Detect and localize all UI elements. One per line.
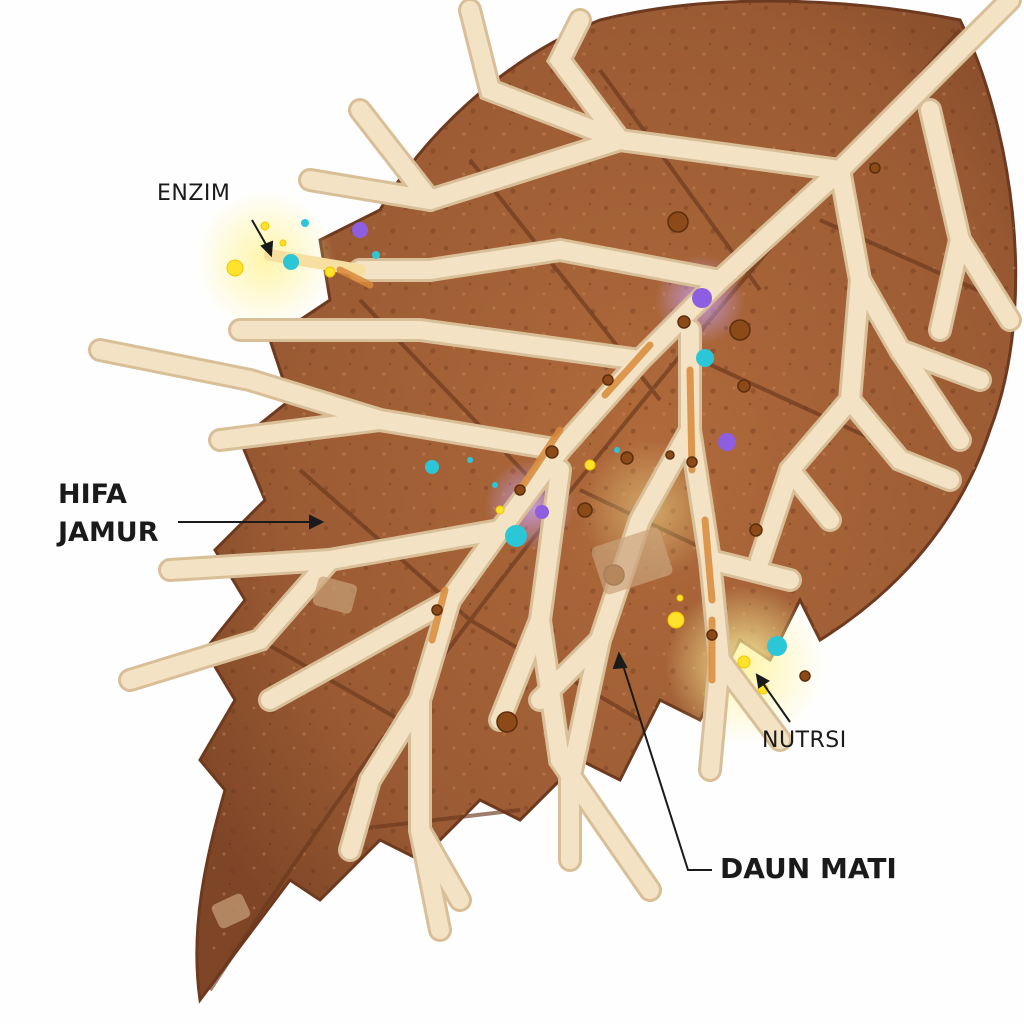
enzim-arrow — [251, 219, 274, 258]
hifa-jamur-arrow — [178, 514, 325, 530]
annotation-arrows — [178, 219, 791, 871]
enzim-label: ENZIM — [157, 181, 231, 206]
daun-mati-label: DAUN MATI — [720, 852, 897, 885]
enzyme-and-nutrient-particles — [211, 162, 881, 929]
hifa-jamur-label-line1: HIFA — [58, 479, 127, 510]
hifa-jamur-label-line2: JAMUR — [58, 517, 159, 548]
nutrsi-arrow — [755, 673, 791, 723]
daun-mati-arrow — [612, 651, 712, 871]
hifa-jamur-label: HIFA JAMUR — [58, 476, 159, 552]
nutrsi-label: NUTRSI — [762, 728, 847, 753]
fungal-hyphae-network — [88, 0, 1022, 942]
